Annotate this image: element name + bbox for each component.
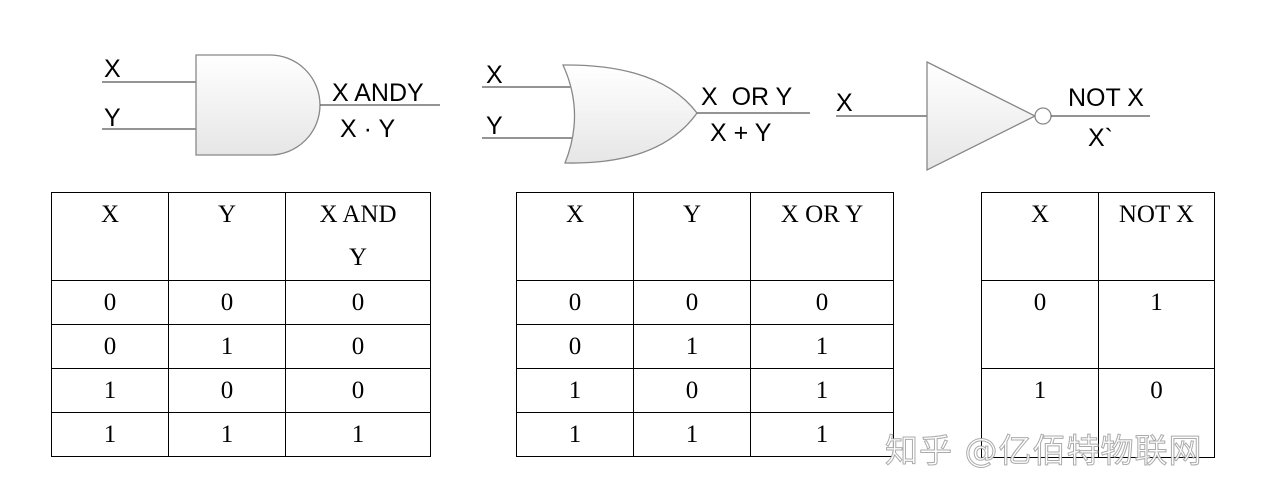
cell: 1	[168, 324, 286, 369]
cell: 1	[51, 412, 169, 457]
and-header-result: X AND Y	[285, 192, 431, 281]
and-output-expression: X · Y	[340, 115, 395, 143]
cell: 0	[516, 280, 634, 325]
cell: 1	[1098, 280, 1215, 369]
or-output-label: X OR Y	[701, 83, 793, 111]
or-header-result: X OR Y	[750, 192, 894, 281]
and-input-y-label: Y	[104, 104, 121, 132]
not-header-x: X	[981, 192, 1099, 281]
not-truth-table: X NOT X 0 1 1 0	[981, 192, 1215, 458]
or-input-y-label: Y	[486, 112, 503, 140]
cell: 0	[285, 368, 431, 413]
cell: 1	[516, 412, 634, 457]
not-gate: X NOT X X`	[836, 60, 1150, 172]
table-row: 1 0	[981, 368, 1215, 458]
and-header-x: X	[51, 192, 169, 281]
or-output-expression: X + Y	[710, 119, 772, 147]
gate-diagrams: X Y X ANDY X · Y X Y X OR Y X + Y X NOT …	[102, 54, 1150, 172]
cell: 1	[633, 324, 751, 369]
cell: 0	[1098, 368, 1215, 458]
cell: 0	[633, 368, 751, 413]
or-table-spacer	[893, 192, 982, 457]
watermark: 知乎 @亿佰特物联网	[885, 431, 1203, 471]
cell: 0	[750, 280, 894, 325]
cell: 0	[285, 280, 431, 325]
not-header-result: NOT X	[1098, 192, 1215, 281]
cell: 1	[750, 324, 894, 369]
not-input-x-label: X	[836, 89, 853, 117]
cell: 1	[633, 412, 751, 457]
or-header-x: X	[516, 192, 634, 281]
and-header-result-line1: X AND	[319, 201, 397, 228]
cell: 0	[285, 324, 431, 369]
and-gate: X Y X ANDY X · Y	[102, 54, 440, 156]
cell: 1	[750, 368, 894, 413]
and-header-result-line2: Y	[348, 244, 368, 271]
or-input-x-label: X	[486, 61, 503, 89]
cell: 0	[168, 280, 286, 325]
cell: 0	[633, 280, 751, 325]
cell: 0	[516, 324, 634, 369]
cell: 0	[168, 368, 286, 413]
cell: 0	[51, 280, 169, 325]
cell: 1	[516, 368, 634, 413]
cell: 1	[168, 412, 286, 457]
cell: 1	[285, 412, 431, 457]
cell: 1	[51, 368, 169, 413]
and-header-y: Y	[168, 192, 286, 281]
and-output-label: X ANDY	[332, 79, 424, 107]
or-gate: X Y X OR Y X + Y	[482, 61, 810, 164]
cell: 1	[750, 412, 894, 457]
and-input-x-label: X	[104, 55, 121, 83]
or-header-y: Y	[633, 192, 751, 281]
and-table-spacer	[430, 192, 518, 457]
not-output-label: NOT X	[1068, 84, 1144, 112]
not-output-expression: X`	[1088, 124, 1113, 152]
cell: 0	[51, 324, 169, 369]
table-row: 0 1	[981, 280, 1215, 369]
cell: 0	[981, 280, 1099, 369]
